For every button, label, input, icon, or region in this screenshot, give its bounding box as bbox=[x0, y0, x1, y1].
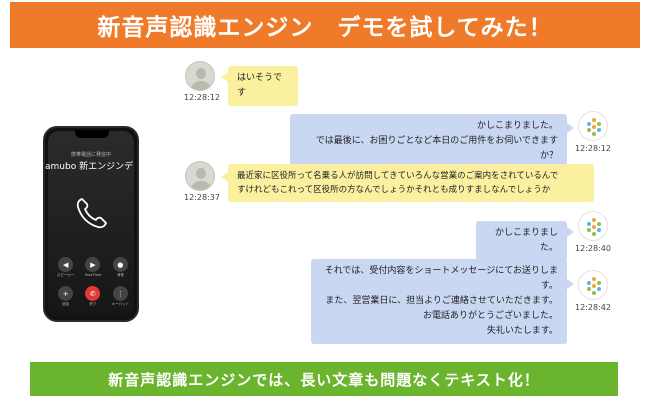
bubble-tail bbox=[221, 72, 228, 82]
user-avatar bbox=[185, 61, 215, 91]
message-line: かしこまりました。 bbox=[476, 121, 558, 131]
message-line: また、翌営業日に、担当よりご連絡させていただきます。 bbox=[325, 296, 558, 306]
control-keypad[interactable]: ⋮ キーパッド bbox=[107, 286, 134, 307]
bubble-tail bbox=[567, 123, 574, 133]
header-title: 新音声認識エンジン デモを試してみた！ bbox=[97, 15, 553, 41]
control-label: スピーカー bbox=[56, 273, 75, 277]
bot-avatar bbox=[578, 211, 608, 241]
speaker-icon: ◀ bbox=[58, 257, 74, 272]
message-time: 12:28:12 bbox=[575, 144, 611, 153]
facetime-icon: ▶ bbox=[85, 257, 101, 272]
message-time: 12:28:37 bbox=[184, 193, 220, 202]
message-line: すけれどもこれって区役所の方なんでしょうかそれとも成りすましなんでしょうか bbox=[237, 185, 551, 195]
message-bubble-bot: かしこまりました。 では最後に、お困りごとなど本日のご用件をお伺いできますか？ bbox=[290, 114, 567, 169]
keypad-icon: ⋮ bbox=[112, 286, 128, 301]
control-end-call[interactable]: ✆ 終了 bbox=[79, 286, 106, 307]
caller-name: amubo 新エンジンデ bbox=[45, 162, 134, 172]
user-avatar bbox=[185, 161, 215, 191]
message-bubble-bot: それでは、受付内容をショートメッセージにてお送りします。 また、翌営業日に、担当… bbox=[311, 259, 567, 344]
end-call-icon: ✆ bbox=[85, 286, 101, 301]
add-icon: + bbox=[58, 286, 74, 301]
call-status: 携帯電話に発信中 bbox=[70, 152, 111, 158]
bot-avatar bbox=[578, 270, 608, 300]
bubble-tail bbox=[221, 172, 228, 182]
header-banner: 新音声認識エンジン デモを試してみた！ bbox=[10, 2, 640, 48]
message-line: では最後に、お困りごとなど本日のご用件をお伺いできますか？ bbox=[315, 136, 558, 161]
message-line: はいそうです bbox=[237, 73, 283, 98]
message-line: それでは、受付内容をショートメッセージにてお送りします。 bbox=[324, 266, 558, 291]
control-mute[interactable]: ● 消音 bbox=[107, 257, 134, 278]
message-line: 失礼いたします。 bbox=[486, 326, 558, 336]
message-bubble-bot: かしこまりました。 bbox=[476, 221, 567, 261]
control-label: 消音 bbox=[116, 273, 124, 277]
footer-caption: 新音声認識エンジンでは、長い文章も問題なくテキスト化！ bbox=[108, 370, 540, 389]
message-bubble-user: 最近家に区役所って名乗る人が訪問してきていろんな営業のご案内をされているんで す… bbox=[228, 164, 594, 202]
footer-banner: 新音声認識エンジンでは、長い文章も問題なくテキスト化！ bbox=[30, 362, 618, 396]
control-label: キーパッド bbox=[111, 302, 130, 306]
mute-icon: ● bbox=[112, 257, 128, 272]
control-label: FaceTime bbox=[84, 273, 102, 277]
message-line: お電話ありがとうございました。 bbox=[422, 311, 558, 321]
phone-screen: 携帯電話に発信中 amubo 新エンジンデ ◀ スピーカー ▶ FaceTime… bbox=[45, 131, 134, 317]
message-line: かしこまりました。 bbox=[494, 228, 558, 253]
control-speaker[interactable]: ◀ スピーカー bbox=[52, 257, 79, 278]
control-label: 追加 bbox=[62, 302, 70, 306]
call-controls: ◀ スピーカー ▶ FaceTime ● 消音 + 追加 ✆ 終了 ⋮ キーパッ… bbox=[52, 257, 134, 307]
phone-mockup: 携帯電話に発信中 amubo 新エンジンデ ◀ スピーカー ▶ FaceTime… bbox=[43, 126, 139, 322]
control-add[interactable]: + 追加 bbox=[52, 286, 79, 307]
handset-icon bbox=[76, 198, 107, 229]
bubble-tail bbox=[567, 279, 574, 289]
phone-notch bbox=[75, 130, 109, 138]
bot-avatar bbox=[578, 111, 608, 141]
message-bubble-user: はいそうです bbox=[228, 66, 298, 106]
control-label: 終了 bbox=[89, 302, 97, 306]
message-line: 最近家に区役所って名乗る人が訪問してきていろんな営業のご案内をされているんで bbox=[237, 171, 559, 181]
message-time: 12:28:42 bbox=[575, 303, 611, 312]
control-facetime[interactable]: ▶ FaceTime bbox=[79, 257, 106, 278]
bubble-tail bbox=[567, 227, 574, 237]
message-time: 12:28:12 bbox=[184, 93, 220, 102]
message-time: 12:28:40 bbox=[575, 244, 611, 253]
